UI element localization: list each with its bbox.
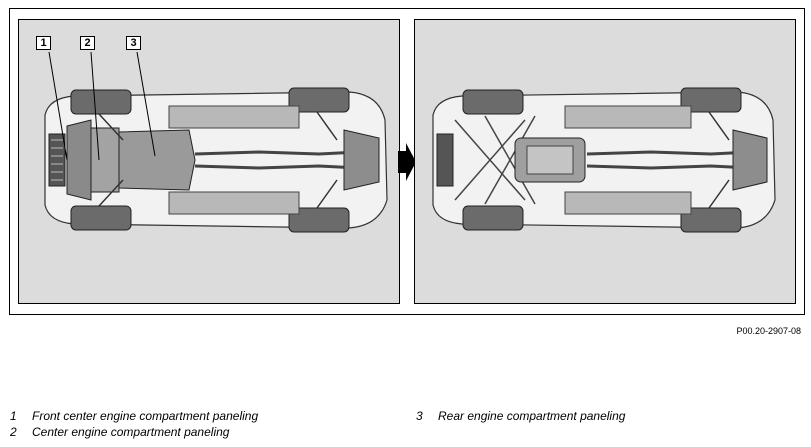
vehicle-underbody-icon	[44, 51, 388, 233]
legend-item-1: 1 Front center engine compartment panelin…	[10, 409, 258, 423]
figure-frame: 1 2 3	[9, 8, 805, 315]
underbody-without-paneling-image	[414, 19, 796, 304]
callout-2: 2	[80, 36, 95, 50]
legend-number: 3	[416, 409, 423, 423]
arrow-right-icon	[398, 143, 416, 181]
legend-text: Center engine compartment paneling	[32, 425, 230, 439]
underbody-with-paneling-image	[18, 19, 400, 304]
legend-text: Front center engine compartment paneling	[32, 409, 259, 423]
legend-number: 2	[10, 425, 17, 439]
figure-id: P00.20-2907-08	[736, 326, 801, 336]
callout-3: 3	[126, 36, 141, 50]
legend-number: 1	[10, 409, 17, 423]
legend-item-2: 2 Center engine compartment paneling	[10, 425, 229, 439]
callout-1: 1	[36, 36, 51, 50]
legend-item-3: 3 Rear engine compartment paneling	[416, 409, 625, 423]
vehicle-underbody-exposed-icon	[432, 87, 776, 233]
legend-text: Rear engine compartment paneling	[438, 409, 626, 423]
